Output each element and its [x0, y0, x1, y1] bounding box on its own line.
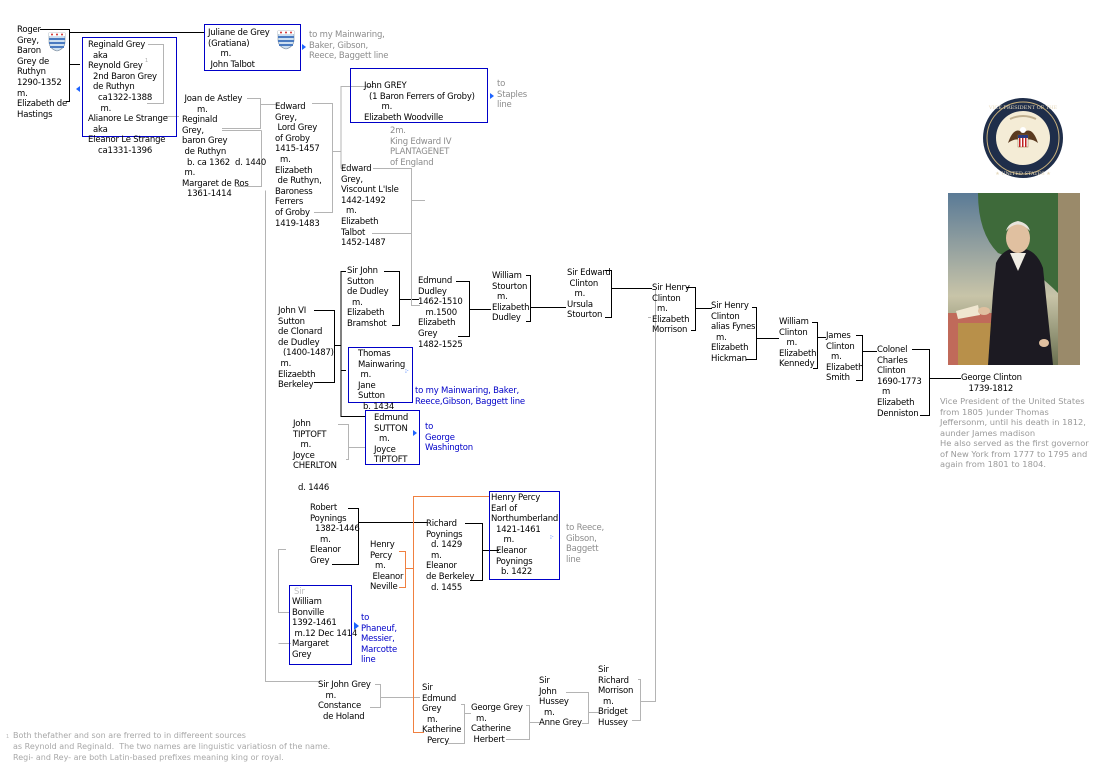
- henry-percy-earl-box[interactable]: [489, 491, 560, 580]
- person-charles-clinton[interactable]: Colonel Charles Clinton 1690-1773 m Eliz…: [877, 345, 922, 419]
- person-sir-edward-clinton[interactable]: Sir Edward Clinton m. Ursula Stourton: [567, 268, 611, 321]
- reginald-grey-box[interactable]: [82, 37, 177, 137]
- person-john-tiptoft[interactable]: John TIPTOFT m. Joyce CHERLTON d. 1446: [293, 419, 337, 493]
- more-indicator-icon[interactable]: ⁝·: [550, 534, 554, 541]
- person-roger-grey[interactable]: Roger Grey, Baron Grey de Ruthyn 1290-13…: [17, 25, 68, 120]
- person-william-bonville-prefix: Sir: [294, 587, 305, 597]
- person-william-stourton[interactable]: William Stourton m. Elizabeth Dudley: [492, 271, 530, 324]
- expand-right-icon[interactable]: [413, 430, 417, 436]
- thomas-mainwaring-box[interactable]: [348, 347, 413, 403]
- link-mainwaring-line[interactable]: to my Mainwaring, Baker, Reece,Gibson, B…: [415, 386, 525, 407]
- person-sir-john-sutton[interactable]: Sir John Sutton de Dudley m. Elizabeth B…: [347, 266, 389, 329]
- expand-right-icon[interactable]: [490, 93, 494, 99]
- person-sir-richard-morrison[interactable]: Sir Richard Morrison m. Bridget Hussey: [598, 665, 634, 728]
- person-edmund-sutton[interactable]: Edmund SUTTON m. Joyce TIPTOFT: [374, 413, 409, 466]
- edmund-sutton-box[interactable]: [365, 410, 420, 465]
- person-edward-grey-groby[interactable]: Edward Grey, Lord Grey of Groby 1415-145…: [275, 102, 322, 229]
- person-richard-poynings[interactable]: Richard Poynings d. 1429 m. Eleanor de B…: [426, 519, 475, 593]
- juliane-de-grey-box[interactable]: [204, 24, 301, 71]
- more-indicator-icon[interactable]: ⁝·: [405, 368, 409, 375]
- person-george-clinton[interactable]: George Clinton 1739-1812: [961, 373, 1022, 394]
- link-phaneuf-line[interactable]: to Phaneuf, Messier, Marcotte line: [361, 613, 398, 666]
- person-thomas-mainwaring[interactable]: Thomas Mainwaring m. Jane Sutton b. 1434: [358, 349, 406, 412]
- person-edmund-dudley[interactable]: Edmund Dudley 1462-1510 m.1500 Elizabeth…: [418, 276, 463, 350]
- person-reginald-grey-ruthyn[interactable]: Joan de Astley m. Reginald Grey, baron G…: [182, 94, 267, 200]
- expand-right-icon[interactable]: [354, 622, 359, 630]
- person-sir-edmund-grey[interactable]: Sir Edmund Grey m. Katherine Percy: [422, 683, 462, 746]
- person-robert-poynings[interactable]: Robert Poynings 1382-1446 m. Eleanor Gre…: [310, 503, 360, 566]
- person-william-bonville[interactable]: William Bonville 1392-1461 m.12 Dec 1414…: [292, 597, 358, 660]
- person-sir-john-grey-holand[interactable]: Sir John Grey m. Constance de Holand: [318, 680, 371, 722]
- person-sir-john-hussey[interactable]: Sir John Hussey m. Anne Grey: [539, 676, 582, 729]
- footnote-text: Both thefather and son are frerred to in…: [13, 731, 331, 762]
- expand-right-icon[interactable]: [302, 44, 306, 50]
- person-henry-percy-earl[interactable]: Henry Percy Earl of Northumberland 1421-…: [491, 493, 559, 578]
- george-clinton-portrait-image: [948, 193, 1080, 365]
- note-woodville-second-marriage: 2m. King Edward IV PLANTAGENET of Englan…: [390, 126, 452, 168]
- person-juliane-de-grey[interactable]: Juliane de Grey (Gratiana) m. John Talbo…: [208, 28, 270, 70]
- person-sir-henry-clinton-fynes[interactable]: Sir Henry Clinton alias Fynes m. Elizabe…: [711, 301, 756, 364]
- person-reginald-grey-2nd-baron[interactable]: Reginald Grey aka Reynold Grey 2nd Baron…: [88, 40, 168, 156]
- seal-text: VICE PRESIDENT OF THE: [988, 105, 1058, 111]
- coat-of-arms-icon: [48, 32, 66, 52]
- person-henry-percy-neville[interactable]: Henry Percy m. Eleanor Neville: [370, 540, 404, 593]
- footnote-marker: 1: [6, 734, 10, 740]
- john-grey-box[interactable]: [350, 68, 488, 123]
- link-george-washington[interactable]: to George Washington: [425, 422, 473, 454]
- black-connectors: [40, 29, 961, 581]
- person-james-clinton[interactable]: James Clinton m. Elizabeth Smith: [826, 331, 864, 384]
- person-edward-grey-viscount[interactable]: Edward Grey, Viscount L'Isle 1442-1492 m…: [341, 164, 399, 249]
- expand-left-icon[interactable]: [76, 86, 80, 92]
- link-juliane-line[interactable]: to my Mainwaring, Baker, Gibson, Reece, …: [309, 30, 389, 62]
- person-sir-henry-clinton[interactable]: Sir Henry Clinton m. Elizabeth Morrison: [652, 283, 690, 336]
- gray-connectors: [147, 44, 656, 744]
- vice-president-seal-image: VICE PRESIDENT OF THE ★ UNITED STATES ★: [983, 98, 1063, 178]
- person-john-grey-ferrers[interactable]: John GREY (1 Baron Ferrers of Groby) m. …: [364, 81, 475, 123]
- person-george-grey[interactable]: George Grey m. Catherine Herbert: [471, 703, 523, 745]
- person-john-vi-sutton[interactable]: John VI Sutton de Clonard de Dudley (140…: [278, 306, 334, 391]
- william-bonville-box[interactable]: [289, 585, 352, 665]
- link-staples-line[interactable]: to Staples line: [497, 79, 527, 111]
- footnote-superscript: 1: [145, 58, 148, 64]
- svg-text:★ UNITED STATES ★: ★ UNITED STATES ★: [995, 171, 1051, 177]
- percy-connectors: [399, 496, 490, 733]
- george-clinton-bio: Vice President of the United States from…: [940, 396, 1089, 469]
- person-william-clinton[interactable]: William Clinton m. Elizabeth Kennedy: [779, 317, 817, 370]
- coat-of-arms-icon: [277, 30, 295, 50]
- link-reece-line[interactable]: to Reece, Gibson, Baggett line: [566, 523, 605, 565]
